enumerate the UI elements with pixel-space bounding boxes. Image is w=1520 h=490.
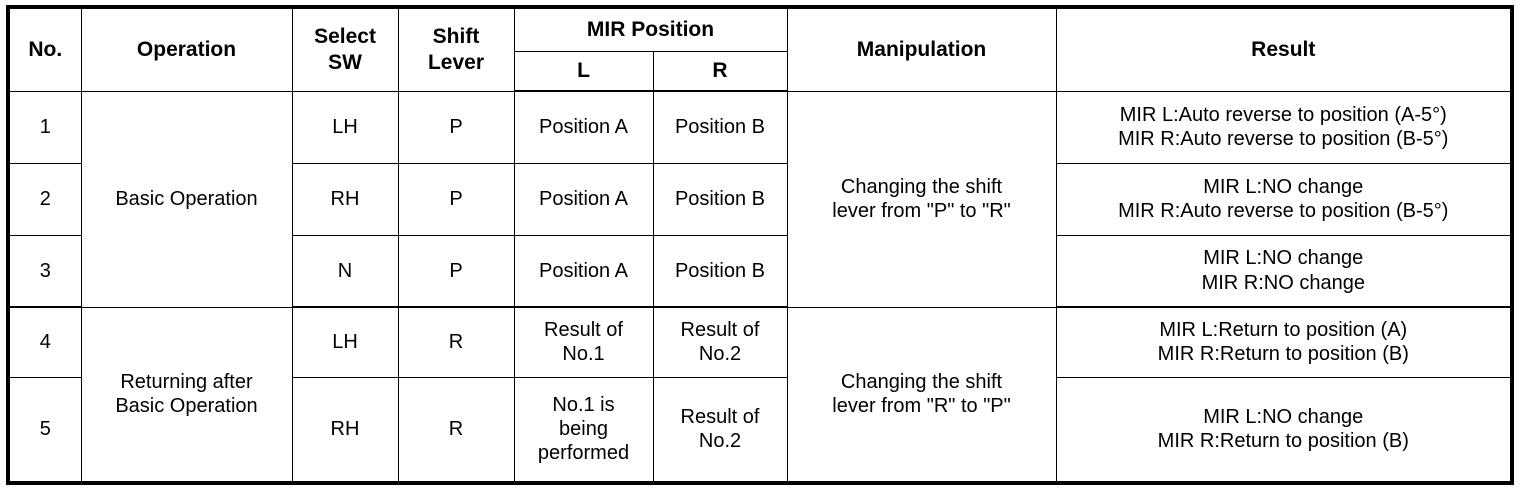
table-row: 3 N P Position A Position B MIR L:NO cha… <box>7 234 1513 308</box>
cell-shift-lever: P <box>397 234 515 308</box>
cell-mir-l: No.1 is being performed <box>513 376 654 484</box>
cell-mir-l: Result of No.1 <box>513 306 654 378</box>
cell-select-sw: RH <box>291 162 399 236</box>
table-row: 4 Returning after Basic Operation LH R R… <box>7 306 1513 484</box>
cell-mir-l: Position A <box>513 162 654 236</box>
cell-result: MIR L:NO change MIR R:Return to position… <box>1055 376 1513 484</box>
column-header-select-sw: Select SW <box>291 6 399 92</box>
cell-mir-r: Result of No.2 <box>652 376 788 484</box>
cell-manipulation: Changing the shift lever from "P" to "R" <box>786 90 1057 308</box>
cell-no: 4 <box>7 306 82 378</box>
column-header-shift-lever: Shift Lever <box>397 6 515 92</box>
table-row: 1 Basic Operation LH P Position A Positi… <box>7 90 1513 308</box>
table-body: 1 Basic Operation LH P Position A Positi… <box>7 90 1513 484</box>
cell-mir-r: Position B <box>652 162 788 236</box>
cell-mir-r: Result of No.2 <box>652 306 788 378</box>
cell-shift-lever: R <box>397 376 515 484</box>
cell-no: 5 <box>7 376 82 484</box>
cell-mir-l: Position A <box>513 90 654 164</box>
cell-result: MIR L:NO change MIR R:NO change <box>1055 234 1513 308</box>
column-header-manipulation: Manipulation <box>786 6 1057 92</box>
cell-shift-lever: R <box>397 306 515 378</box>
cell-operation: Basic Operation <box>80 90 293 308</box>
cell-shift-lever: P <box>397 90 515 164</box>
cell-select-sw: LH <box>291 306 399 378</box>
column-header-mir-position: MIR Position <box>513 6 788 52</box>
cell-mir-r: Position B <box>652 234 788 308</box>
cell-mir-l: Position A <box>513 234 654 308</box>
cell-shift-lever: P <box>397 162 515 236</box>
cell-select-sw: LH <box>291 90 399 164</box>
cell-operation: Returning after Basic Operation <box>80 306 293 484</box>
cell-manipulation: Changing the shift lever from "R" to "P" <box>786 306 1057 484</box>
table-row: 5 RH R No.1 is being performed Result of… <box>7 376 1513 484</box>
cell-result: MIR L:Return to position (A) MIR R:Retur… <box>1055 306 1513 378</box>
table-header: No. Operation Select SW Shift Lever MIR … <box>7 6 1513 92</box>
header-row-secondary: L R <box>8 50 1512 92</box>
cell-result: MIR L:Auto reverse to position (A-5°) MI… <box>1055 90 1513 164</box>
cell-no: 3 <box>7 234 82 308</box>
column-header-no: No. <box>7 6 82 92</box>
cell-no: 2 <box>7 162 82 236</box>
mir-operation-spec-table: No. Operation Select SW Shift Lever MIR … <box>6 5 1515 485</box>
cell-mir-r: Position B <box>652 90 788 164</box>
column-header-operation: Operation <box>80 6 293 92</box>
cell-select-sw: N <box>291 234 399 308</box>
column-header-mir-r: R <box>652 50 788 92</box>
cell-select-sw: RH <box>291 376 399 484</box>
column-header-mir-l: L <box>513 50 654 92</box>
cell-no: 1 <box>7 90 82 164</box>
column-header-result: Result <box>1055 6 1513 92</box>
table-row: 2 RH P Position A Position B MIR L:NO ch… <box>7 162 1513 236</box>
cell-result: MIR L:NO change MIR R:Auto reverse to po… <box>1055 162 1513 236</box>
header-row-primary: No. Operation Select SW Shift Lever MIR … <box>7 6 1513 92</box>
